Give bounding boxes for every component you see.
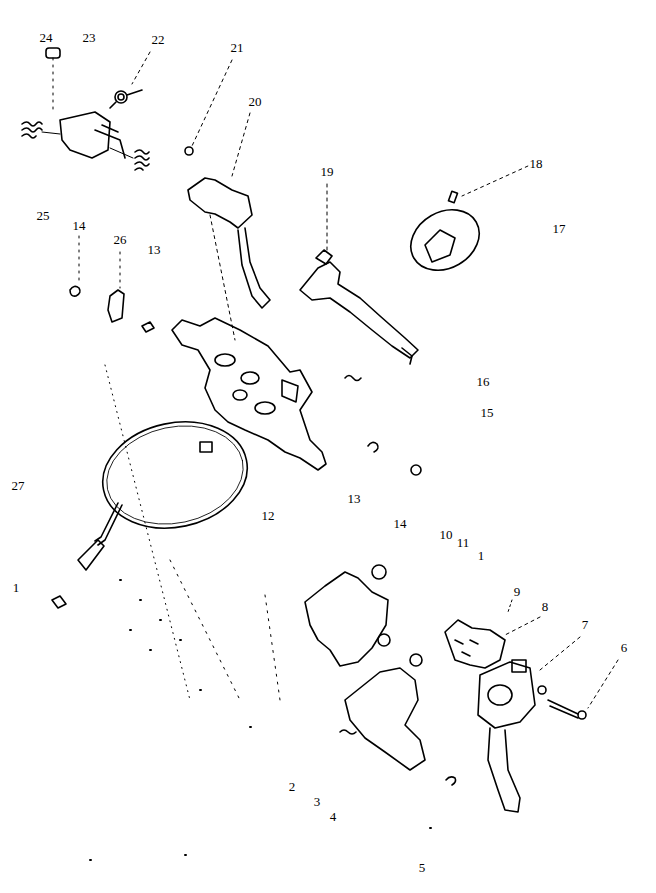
lever <box>300 262 418 358</box>
main-plate <box>172 318 326 470</box>
connector-plug <box>78 540 104 570</box>
callout-number: 12 <box>261 509 276 523</box>
callout-number: 13 <box>347 492 362 506</box>
callout-number: 25 <box>36 209 51 223</box>
ring-coil <box>93 409 257 541</box>
spring <box>135 150 149 170</box>
callout-number: 14 <box>393 517 408 531</box>
callout-number: 22 <box>151 33 166 47</box>
lever <box>188 178 252 228</box>
spring <box>340 730 356 734</box>
callout-number: 4 <box>329 810 338 824</box>
callout-number: 21 <box>230 41 245 55</box>
callout-number: 5 <box>418 861 427 875</box>
spring-plate <box>445 620 505 668</box>
callout-number: 2 <box>288 780 297 794</box>
switch-bracket <box>60 112 110 158</box>
callout-number: 3 <box>313 795 322 809</box>
screw <box>185 147 193 155</box>
callout-number: 7 <box>581 618 590 632</box>
pin <box>142 322 154 332</box>
nut <box>372 565 386 579</box>
callout-number: 23 <box>82 31 97 45</box>
callout-number: 20 <box>248 95 263 109</box>
screw <box>548 700 578 718</box>
callout-number: 27 <box>11 479 26 493</box>
callout-number: 16 <box>476 375 491 389</box>
clip <box>52 596 66 608</box>
bracket <box>305 572 388 666</box>
cam-disk <box>400 198 490 282</box>
knob <box>46 48 60 58</box>
callout-number: 1 <box>477 549 486 563</box>
clip <box>368 442 378 452</box>
callout-number: 1 <box>12 581 21 595</box>
callout-number: 10 <box>439 528 454 542</box>
spring <box>22 122 42 138</box>
callout-number: 15 <box>480 406 495 420</box>
callout-number: 18 <box>529 157 544 171</box>
bracket <box>108 290 124 322</box>
callout-number: 11 <box>456 536 471 550</box>
spring <box>345 376 361 381</box>
callout-number: 17 <box>552 222 567 236</box>
callout-number: 26 <box>113 233 128 247</box>
callout-number: 9 <box>513 585 522 599</box>
callout-number: 19 <box>320 165 335 179</box>
clip <box>70 286 80 296</box>
callout-number: 6 <box>620 641 629 655</box>
washer <box>538 686 546 694</box>
callout-number: 13 <box>147 243 162 257</box>
torsion-spring <box>115 91 127 103</box>
washer <box>411 465 421 475</box>
callout-number: 14 <box>72 219 87 233</box>
callout-number: 8 <box>541 600 550 614</box>
bracket <box>345 668 425 770</box>
clip <box>446 777 456 785</box>
callout-number: 24 <box>39 31 54 45</box>
